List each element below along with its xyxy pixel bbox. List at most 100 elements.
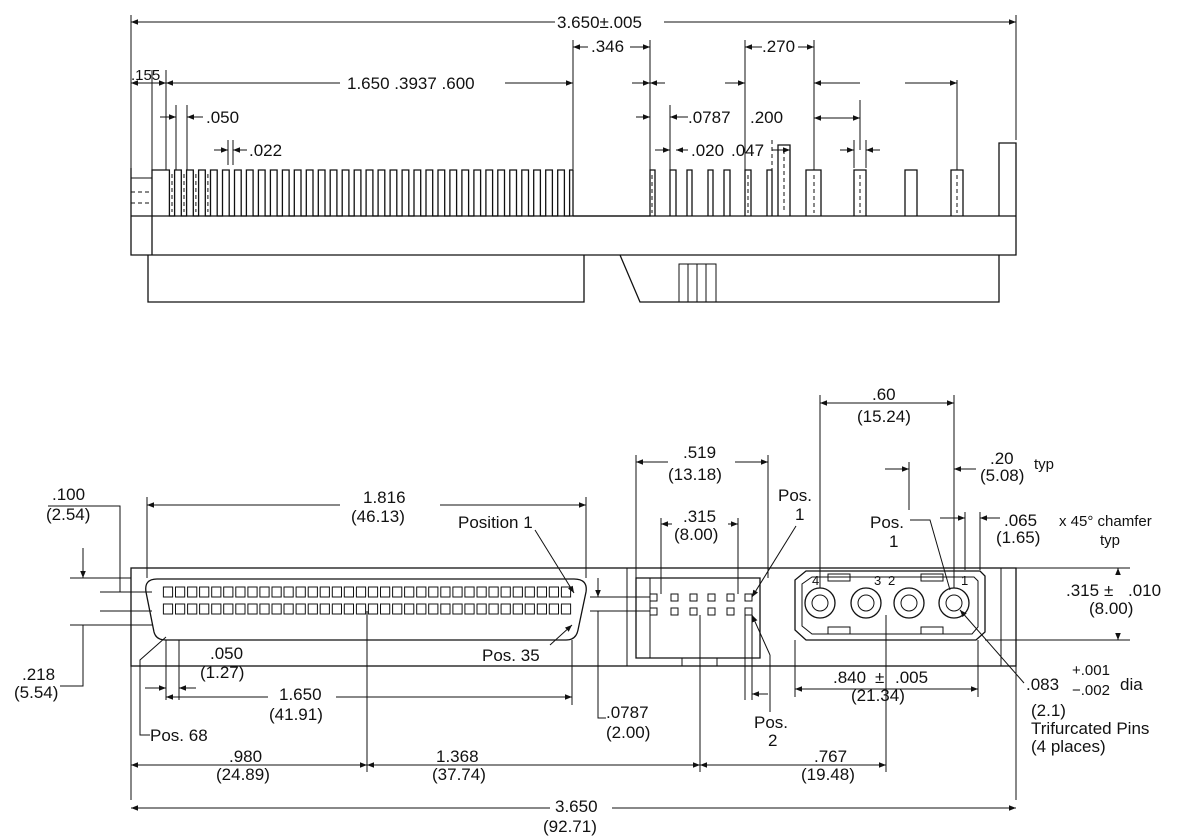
- dim-100: .100: [52, 485, 85, 504]
- contact-upper: [416, 586, 427, 598]
- contact-upper: [162, 586, 174, 598]
- contact-upper: [271, 586, 282, 598]
- contact-lower: [404, 603, 415, 615]
- pos-2-label: Pos.: [754, 713, 788, 732]
- contact-upper: [307, 586, 318, 598]
- contact-upper: [428, 586, 439, 598]
- dim-155: .155: [131, 67, 160, 84]
- dim-3650-mm: (92.71): [543, 817, 597, 836]
- top-contact-fingers: [151, 169, 573, 217]
- pos-1-mid-num: 1: [795, 505, 804, 524]
- contact-upper: [548, 586, 559, 598]
- dim-1368-mm: (37.74): [432, 765, 486, 784]
- pin-3-label: 3: [874, 573, 881, 588]
- contact-upper: [175, 586, 186, 598]
- dim-200: .200: [750, 108, 783, 127]
- tol-plus: +.001: [1072, 662, 1110, 679]
- dim-100-mm: (2.54): [46, 505, 90, 524]
- contact-lower: [343, 603, 354, 615]
- contact-lower: [548, 603, 559, 615]
- dim-overall-length: 3.650±.005: [557, 13, 642, 32]
- tol-005: .005: [895, 668, 928, 687]
- dim-840: .840: [833, 668, 866, 687]
- trifurcated-pins: [804, 587, 970, 619]
- contact-upper: [512, 586, 523, 598]
- contact-upper: [367, 586, 379, 598]
- contact-upper: [331, 586, 342, 598]
- contact-lower: [187, 603, 198, 615]
- dim-519-mm: (13.18): [668, 465, 722, 484]
- contact-upper: [355, 586, 367, 598]
- contact-upper: [560, 586, 572, 598]
- contact-lower: [331, 603, 342, 615]
- trifurcated-label: Trifurcated Pins: [1031, 719, 1149, 738]
- dim-315-mm: (8.00): [674, 525, 718, 544]
- pos-1-power-num: 1: [889, 532, 898, 551]
- dim-1650: 1.650: [279, 685, 322, 704]
- bottom-view: 4 3 2 1 .100 (2.54) .218 (5.54) 1.816 (4…: [14, 385, 1161, 836]
- contact-lower: [223, 603, 234, 615]
- dim-bottom-050: .050: [210, 644, 243, 663]
- contact-lower: [380, 603, 391, 615]
- contact-lower: [476, 603, 487, 615]
- contact-lower: [416, 603, 427, 615]
- typ-label-1: typ: [1034, 456, 1054, 473]
- contact-lower: [512, 603, 523, 615]
- dim-1368: 1.368: [436, 747, 479, 766]
- dim-065: .065: [1004, 511, 1037, 530]
- dim-767-mm: (19.48): [801, 765, 855, 784]
- dim-bottom-050-mm: (1.27): [200, 663, 244, 682]
- d-shell-contacts: [162, 586, 572, 615]
- places-label: (4 places): [1031, 737, 1106, 756]
- housing-outline: [130, 567, 1017, 667]
- contact-upper: [440, 586, 451, 598]
- pos-1-power-label: Pos.: [870, 513, 904, 532]
- contact-lower: [355, 603, 367, 615]
- contact-lower: [428, 603, 439, 615]
- dim-270: .270: [762, 37, 795, 56]
- contact-lower: [175, 603, 186, 615]
- dim-20-mm: (5.08): [980, 466, 1024, 485]
- chamfer-label: x 45° chamfer: [1059, 513, 1152, 530]
- pm-sign: ±: [1104, 581, 1113, 600]
- contact-upper: [380, 586, 391, 598]
- contact-lower: [283, 603, 294, 615]
- contact-lower: [319, 603, 330, 615]
- dim-1816-mm: (46.13): [351, 507, 405, 526]
- contact-upper: [259, 586, 270, 598]
- contact-upper: [500, 586, 511, 598]
- tol-010: .010: [1128, 581, 1161, 600]
- dim-315b-mm: (8.00): [1089, 599, 1133, 618]
- contact-lower: [271, 603, 282, 615]
- dim-315b: .315: [1066, 581, 1099, 600]
- pos-1-mid-label: Pos.: [778, 486, 812, 505]
- dim-3650: 3.650: [555, 797, 598, 816]
- dim-218-mm: (5.54): [14, 683, 58, 702]
- dim-022: .022: [249, 141, 282, 160]
- dim-1650-mm: (41.91): [269, 705, 323, 724]
- pos-35-label: Pos. 35: [482, 646, 540, 665]
- dia-label: dia: [1120, 675, 1143, 694]
- dim-218: .218: [22, 665, 55, 684]
- dim-980-mm: (24.89): [216, 765, 270, 784]
- finger-outline: [151, 169, 573, 217]
- top-view: .155 1.650 .3937 .600 .346 .270 .050 .02…: [130, 13, 1017, 303]
- contact-upper: [404, 586, 415, 598]
- contact-lower: [199, 603, 210, 615]
- pm-sign-2: ±: [875, 668, 884, 687]
- dim-840-mm: (21.34): [851, 686, 905, 705]
- contact-lower: [488, 603, 499, 615]
- contact-upper: [211, 586, 222, 598]
- dim-60-mm: (15.24): [857, 407, 911, 426]
- contact-upper: [464, 586, 475, 598]
- contact-lower: [235, 603, 246, 615]
- dim-315: .315: [683, 507, 716, 526]
- dim-980: .980: [229, 747, 262, 766]
- contact-upper: [476, 586, 487, 598]
- typ-label-2: typ: [1100, 532, 1120, 549]
- contact-upper: [187, 586, 198, 598]
- signal-pins: [649, 593, 753, 616]
- contact-upper: [524, 586, 535, 598]
- dim-519: .519: [683, 443, 716, 462]
